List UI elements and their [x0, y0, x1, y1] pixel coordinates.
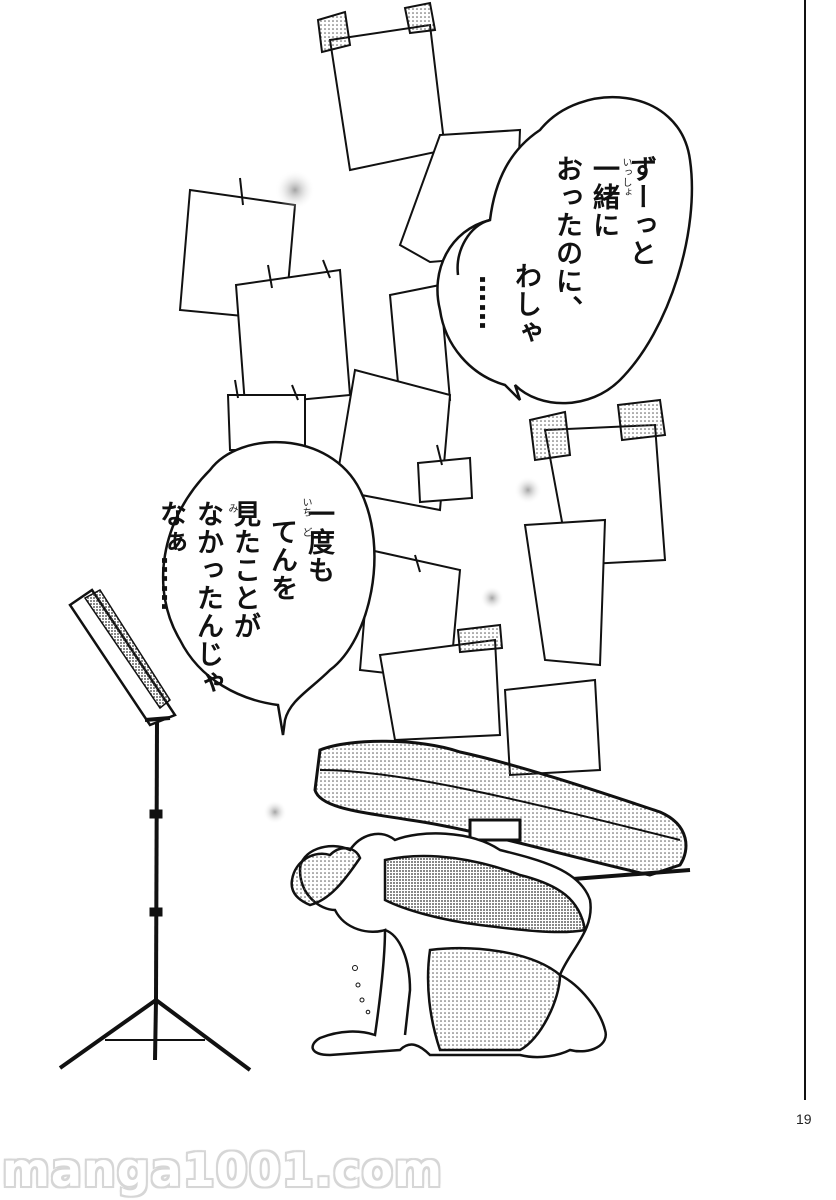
- sparkles: [263, 170, 542, 824]
- bubble-top-main-line-3: おったのに、: [551, 155, 582, 323]
- site-watermark: manga1001.com: [2, 1143, 443, 1197]
- music-stand: [58, 588, 252, 1072]
- ruby-ichido: いち ど: [300, 497, 311, 537]
- ruby-isshoni: いっしょ: [620, 157, 631, 197]
- tear-drops: [352, 965, 371, 1015]
- bubble-top-main-line-1: ずーっと: [625, 155, 656, 267]
- bubble-top-inner-line-1: わしゃ: [510, 262, 541, 346]
- instrument-case: [313, 739, 691, 882]
- bubble-middle-line-3: 見たことが: [229, 500, 260, 640]
- page-number: 19: [796, 1111, 812, 1127]
- ruby-mi: み: [226, 503, 237, 513]
- bubble-top-main-line-2: 一緒に: [588, 155, 619, 239]
- floating-papers: [178, 1, 667, 777]
- old-man-figure: [290, 832, 607, 1059]
- bubble-middle-line-4: なかったんじゃ: [192, 500, 223, 696]
- bubble-top-inner-line-2: ……: [473, 275, 504, 331]
- bubble-middle-line-2: てんを: [266, 518, 297, 602]
- bubble-middle-line-1: 一度も: [303, 500, 334, 584]
- bubble-middle-line-5: なぁ……: [155, 500, 186, 612]
- speech-bubbles: [161, 95, 694, 736]
